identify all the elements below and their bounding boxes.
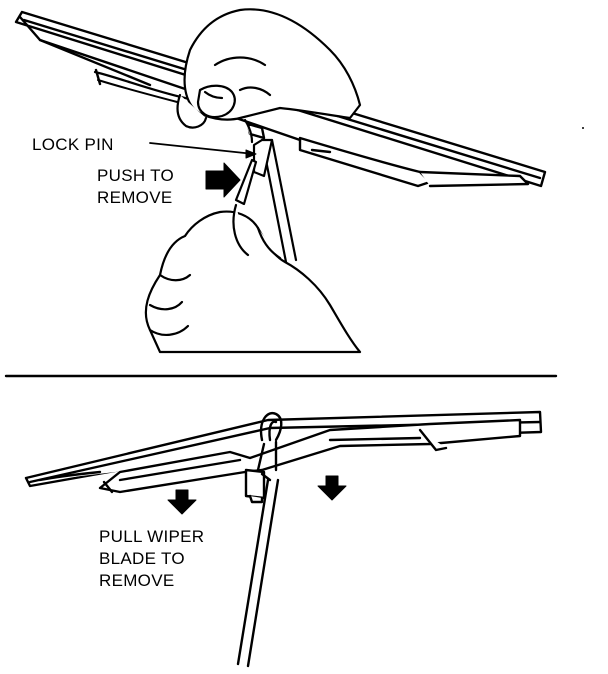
wiper-arm-bottom — [236, 411, 283, 668]
pull-label-line3: REMOVE — [99, 571, 175, 590]
wiper-blade-bottom — [24, 410, 543, 504]
arrow-right-icon — [205, 162, 241, 198]
wiper-arm-top — [252, 138, 298, 264]
push-to-remove-label-line2: REMOVE — [97, 188, 173, 207]
lock-pin-leader-arrowhead — [245, 149, 257, 159]
pull-label-line1: PULL WIPER — [99, 527, 205, 546]
bottom-panel — [24, 410, 543, 668]
pull-label-line2: BLADE TO — [99, 549, 185, 568]
arrow-down-icon — [167, 475, 347, 515]
upper-hand — [176, 8, 362, 144]
lower-hand — [144, 158, 362, 354]
push-to-remove-label-line1: PUSH TO — [97, 166, 175, 185]
lock-pin-label: LOCK PIN — [32, 135, 114, 154]
lock-pin-leader — [149, 142, 255, 155]
top-panel — [14, 8, 547, 354]
speck — [582, 127, 584, 129]
